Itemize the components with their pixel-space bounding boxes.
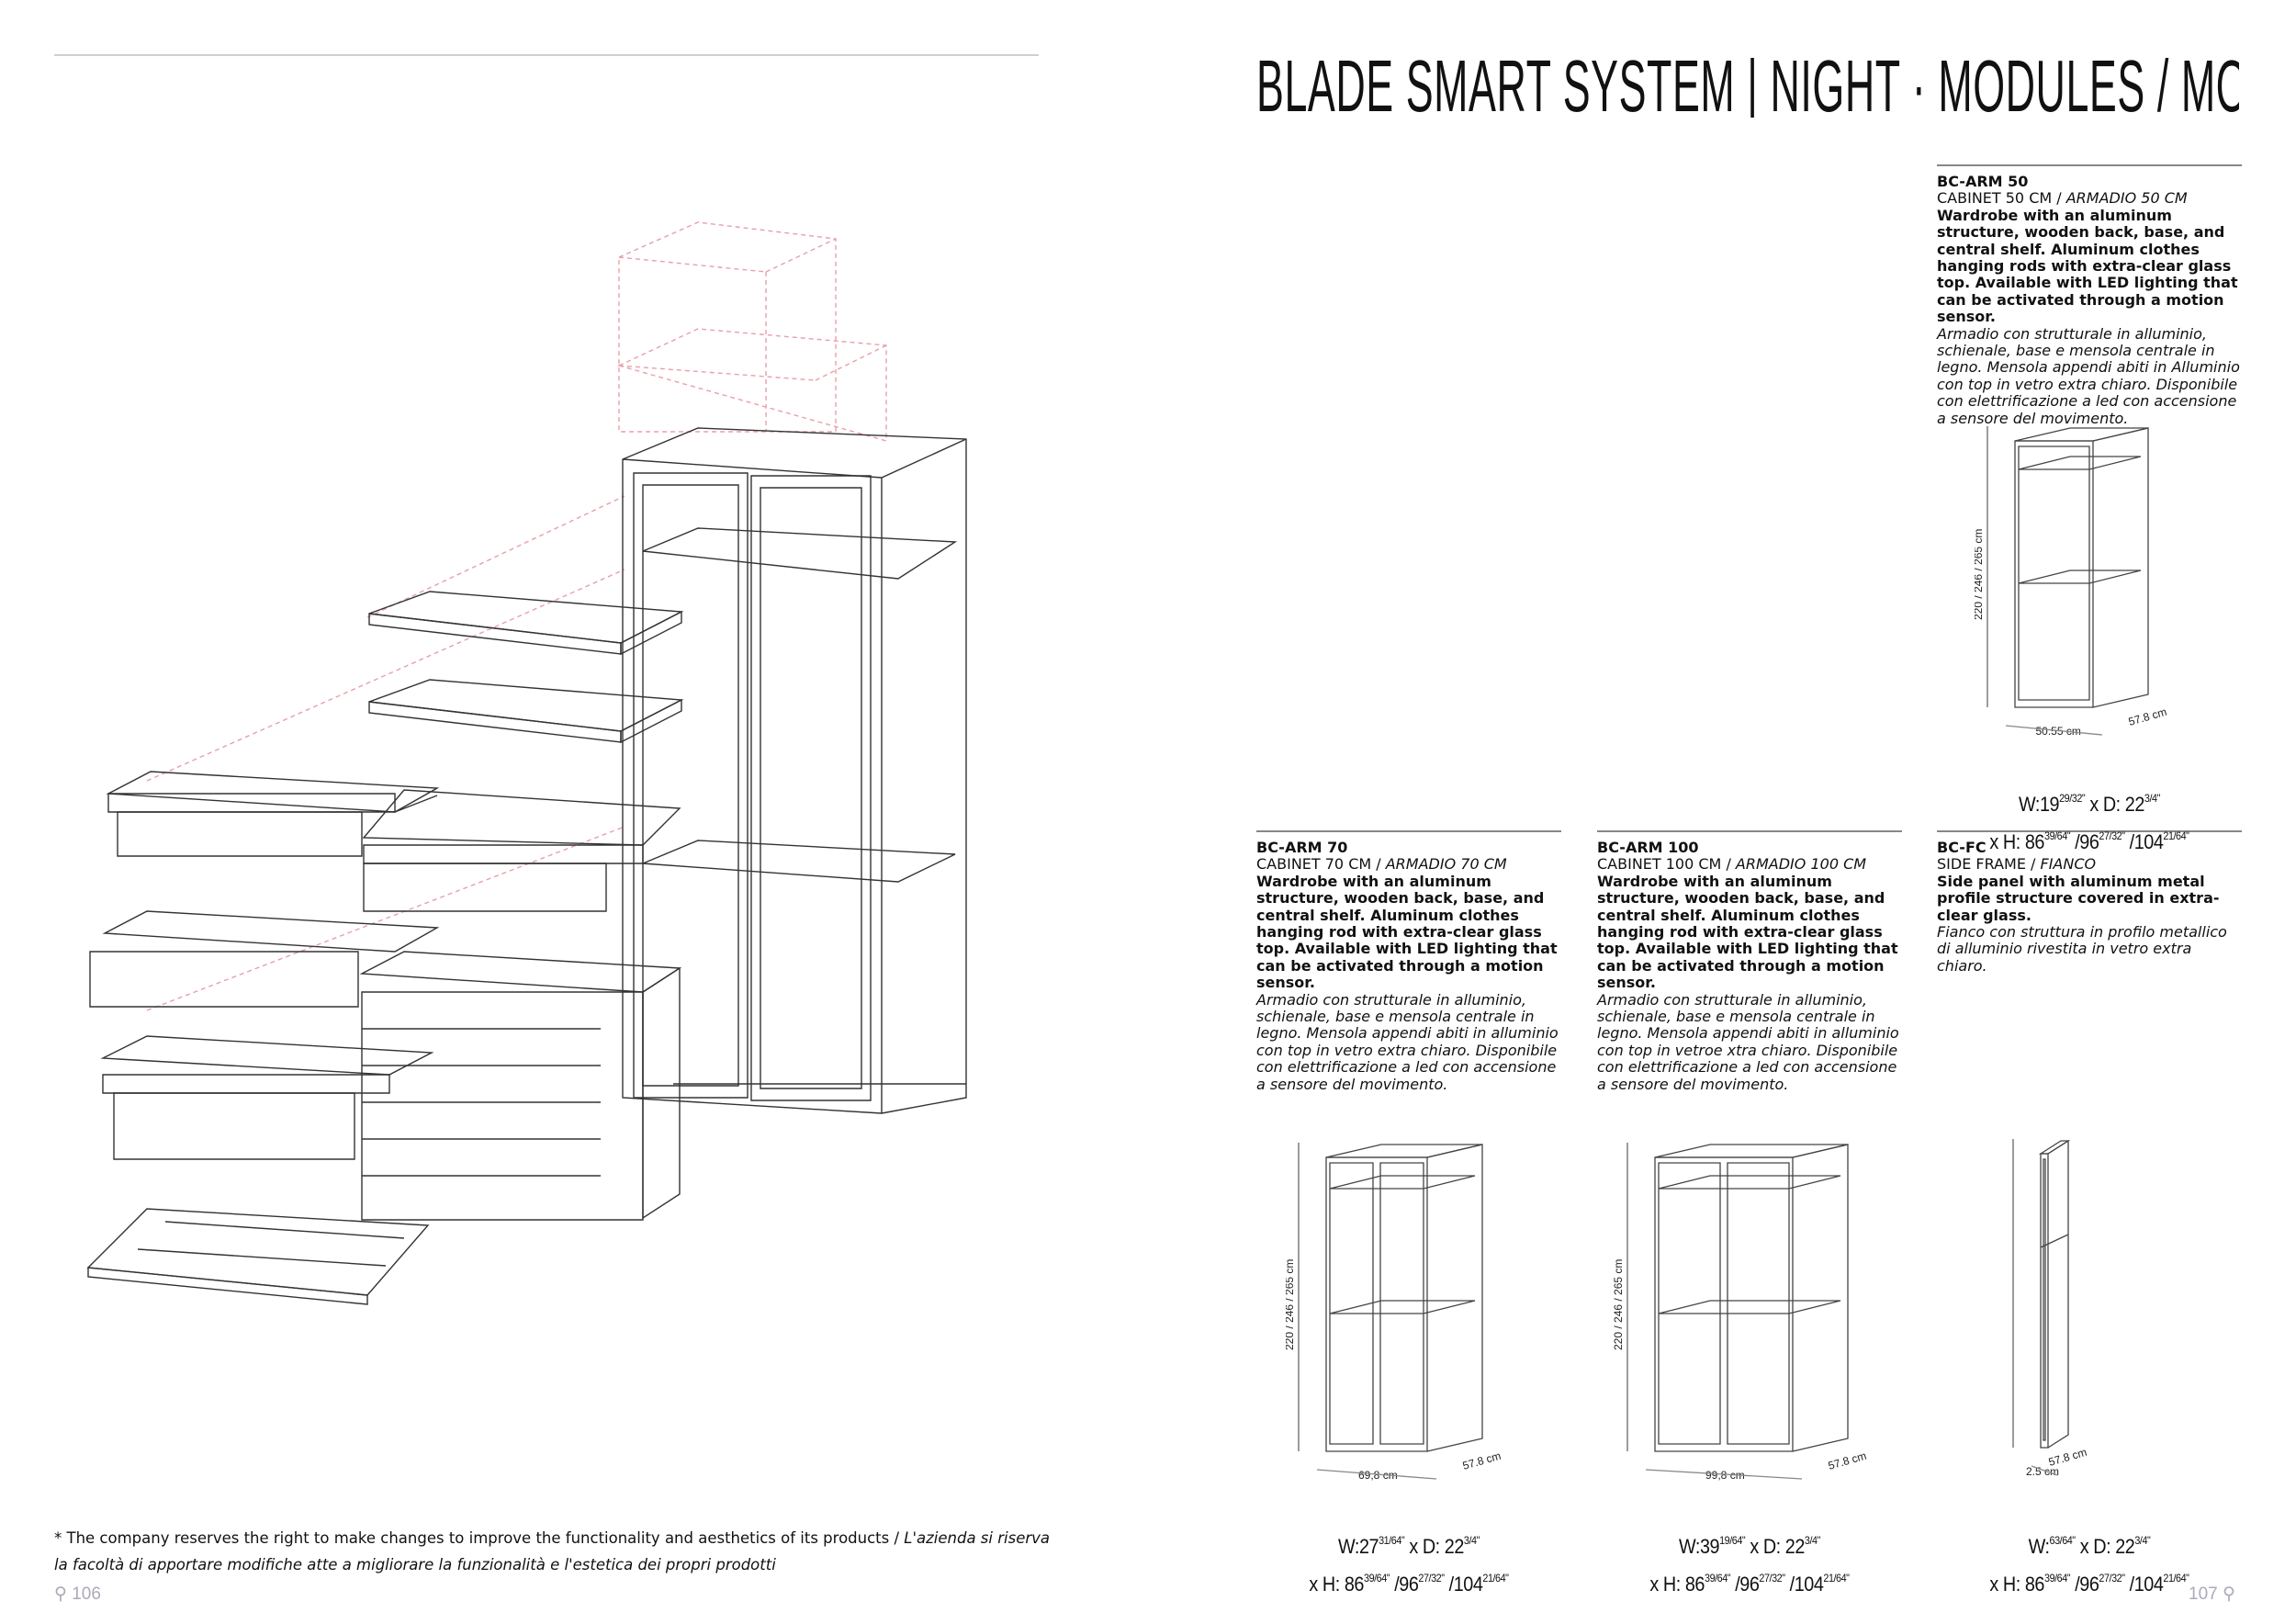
module-bc-arm-100: BC-ARM 100 CABINET 100 CM / ARMADIO 100 … [1597,830,1902,1093]
hanging-rod-shelf [2019,457,2141,469]
height-dimension-label: 220 / 246 / 265 cm [1612,1259,1625,1350]
module-code: BC-ARM 50 [1937,173,2029,190]
cabinet-drawing-arm-100: 220 / 246 / 265 cm 99,8 cm 57.8 cm [1607,1121,1901,1534]
cabinet-top [1326,1145,1482,1157]
hanging-rod-shelf [1330,1176,1475,1189]
depth-dimension-label: 57.8 cm [1461,1449,1503,1472]
base-plinth [88,1209,428,1304]
module-desc-en: Wardrobe with an aluminum structure, woo… [1937,206,2238,326]
cabinet-side [1793,1145,1848,1451]
cabinet-front-frame [2041,1154,2048,1448]
dimensions-arm-70: W:2731/64" x D: 223/4" x H: 8639/64" /96… [1309,1534,1509,1596]
module-desc-it: Armadio con strutturale in alluminio, sc… [1256,990,1559,1093]
depth-dimension-label: 57.8 cm [2127,705,2168,728]
frame-crossbar [2041,1235,2068,1247]
disclaimer-it-2: la facoltà di apportare modifiche atte a… [54,1556,776,1573]
module-name: CABINET 70 CM / ARMADIO 70 CM [1256,855,1507,874]
cabinet-front-frame [2015,441,2093,707]
door-frame [2019,446,2089,700]
width-dimension-line [2006,726,2102,735]
shelf-trays [369,592,681,742]
module-name-en: CABINET 70 CM [1256,855,1372,874]
width-dimension-line [2032,1466,2057,1475]
module-name-en: CABINET 100 CM [1597,855,1722,874]
disclaimer-en: * The company reserves the right to make… [54,1529,905,1547]
height-dimension-label: 220 / 246 / 265 cm [1286,1259,1296,1350]
page-title-text: BLADE SMART SYSTEM | NIGHT · MODULES / M… [1256,45,2239,118]
exploded-system-illustration [73,211,992,1314]
door-frame [1728,1163,1789,1444]
module-desc-it: Armadio con strutturale in alluminio, sc… [1597,990,1899,1093]
module-desc-en: Side panel with aluminum metal profile s… [1937,872,2220,924]
door-frame [1380,1163,1424,1444]
dashed-extension-outline [147,222,886,1010]
central-shelf [1659,1301,1840,1314]
width-dimension-label: 99,8 cm [1705,1469,1745,1482]
module-bc-arm-50: BC-ARM 50 CABINET 50 CM / ARMADIO 50 CM … [1937,164,2242,427]
page-number-left: ⚲ 106 [54,1584,101,1605]
dimensions-arm-50: W:1929/32" x D: 223/4" x H: 8639/64" /96… [1989,792,2189,853]
cabinet-svg: 220 / 246 / 265 cm 99,8 cm 57.8 cm [1612,1121,1868,1482]
cabinet-side [2093,428,2148,707]
height-dimension-label: 220 / 246 / 265 cm [1975,529,1985,620]
central-shelf [1330,1301,1475,1314]
page-number-right-text: 107 [2189,1585,2218,1604]
wardrobe-drawing [623,428,966,1113]
module-name-it: FIANCO [2040,855,2097,874]
disclaimer-note: * The company reserves the right to make… [54,1525,1050,1578]
disclaimer-it-1: L'azienda si riserva [904,1529,1051,1547]
module-name-it: ARMADIO 50 CM [2065,189,2188,208]
cabinet-drawing-arm-70: 220 / 246 / 265 cm 69,8 cm 57.8 cm [1283,1121,1525,1534]
top-rule [54,54,1039,56]
page-number-right: 107 ⚲ [2189,1584,2235,1605]
door-frame [1659,1163,1720,1444]
door-frame [1330,1163,1373,1444]
width-dimension-line [1646,1470,1802,1479]
module-name-it: ARMADIO 100 CM [1735,855,1867,874]
module-name-it: ARMADIO 70 CM [1385,855,1507,874]
module-name-en: CABINET 50 CM [1937,189,2053,208]
central-shelf [2019,570,2141,583]
depth-dimension-label: 57.8 cm [2047,1446,2088,1469]
width-dimension-label: 69,8 cm [1358,1469,1398,1482]
module-name-en: SIDE FRAME [1937,855,2026,874]
module-desc-it: Fianco con struttura in profilo metallic… [1937,923,2227,975]
cabinet-side [1427,1145,1482,1451]
width-dimension-line [1317,1470,1436,1479]
drawer-units [90,772,680,1220]
cabinet-front-frame [1655,1157,1793,1451]
page-number-left-text: 106 [72,1585,101,1604]
brand-mark-icon: ⚲ [54,1585,67,1604]
module-code: BC-FC [1937,839,1986,856]
module-name: SIDE FRAME / FIANCO [1937,855,2097,874]
width-dimension-label: 2.5 cm [2026,1465,2059,1478]
side-frame-profile [2043,1159,2045,1440]
module-code: BC-ARM 100 [1597,839,1699,856]
depth-dimension-label: 57.8 cm [1827,1449,1868,1472]
brand-mark-icon: ⚲ [2222,1585,2235,1604]
cabinet-front-frame [1326,1157,1427,1451]
module-desc-en: Wardrobe with an aluminum structure, woo… [1256,872,1558,992]
cabinet-top [2015,428,2148,441]
cabinet-svg: 220 / 246 / 265 cm 69,8 cm 57.8 cm [1283,1121,1503,1482]
module-bc-fc: BC-FC SIDE FRAME / FIANCO Side panel wit… [1937,830,2242,975]
hanging-rod-shelf [1659,1176,1840,1189]
module-name: CABINET 50 CM / ARMADIO 50 CM [1937,189,2188,208]
cabinet-side [2048,1141,2068,1448]
dimensions-fc: W:63/64" x D: 223/4" x H: 8639/64" /9627… [1989,1534,2189,1596]
page-title: BLADE SMART SYSTEM | NIGHT · MODULES / M… [1256,44,2239,118]
module-desc-en: Wardrobe with an aluminum structure, woo… [1597,872,1898,992]
dimensions-arm-100: W:3919/64" x D: 223/4" x H: 8639/64" /96… [1649,1534,1850,1596]
module-desc-it: Armadio con strutturale in alluminio, sc… [1937,324,2240,427]
module-name: CABINET 100 CM / ARMADIO 100 CM [1597,855,1867,874]
module-code: BC-ARM 70 [1256,839,1348,856]
module-bc-arm-70: BC-ARM 70 CABINET 70 CM / ARMADIO 70 CM … [1256,830,1561,1093]
